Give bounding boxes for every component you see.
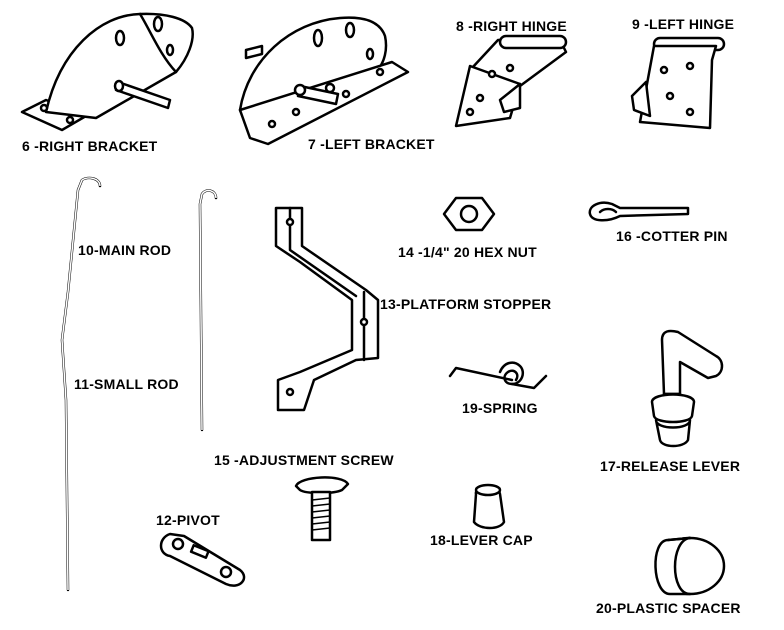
label-left-bracket: 7 -LEFT BRACKET (308, 136, 435, 152)
label-platform-stopper: 13-PLATFORM STOPPER (380, 296, 552, 312)
right-bracket-drawing (20, 12, 194, 132)
label-hex-nut: 14 -1/4" 20 HEX NUT (398, 244, 537, 260)
label-cotter-pin: 16 -COTTER PIN (616, 228, 728, 244)
hex-nut-drawing (442, 196, 496, 232)
label-plastic-spacer: 20-PLASTIC SPACER (596, 600, 741, 616)
label-pivot: 12-PIVOT (156, 512, 220, 528)
lever-cap-drawing (472, 483, 506, 530)
label-main-rod: 10-MAIN ROD (78, 242, 172, 258)
label-right-hinge: 8 -RIGHT HINGE (456, 18, 567, 34)
label-adjustment-screw: 15 -ADJUSTMENT SCREW (214, 452, 394, 468)
pivot-drawing (159, 532, 246, 587)
label-spring: 19-SPRING (462, 400, 538, 416)
label-release-lever: 17-RELEASE LEVER (600, 458, 741, 474)
spring-drawing (448, 361, 548, 390)
right-hinge-drawing (454, 34, 568, 128)
release-lever-drawing (650, 329, 724, 448)
left-hinge-drawing (630, 36, 726, 130)
adjustment-screw-drawing (294, 476, 350, 542)
label-lever-cap: 18-LEVER CAP (430, 532, 533, 548)
label-right-bracket: 6 -RIGHT BRACKET (22, 138, 158, 154)
label-small-rod: 11-SMALL ROD (74, 376, 179, 392)
main-rod-drawing (60, 176, 102, 592)
small-rod-drawing (198, 189, 218, 432)
platform-stopper-drawing (274, 206, 380, 412)
plastic-spacer-drawing (654, 536, 726, 596)
label-left-hinge: 9 -LEFT HINGE (632, 16, 735, 32)
left-bracket-drawing (238, 16, 410, 146)
cotter-pin-drawing (588, 201, 690, 222)
